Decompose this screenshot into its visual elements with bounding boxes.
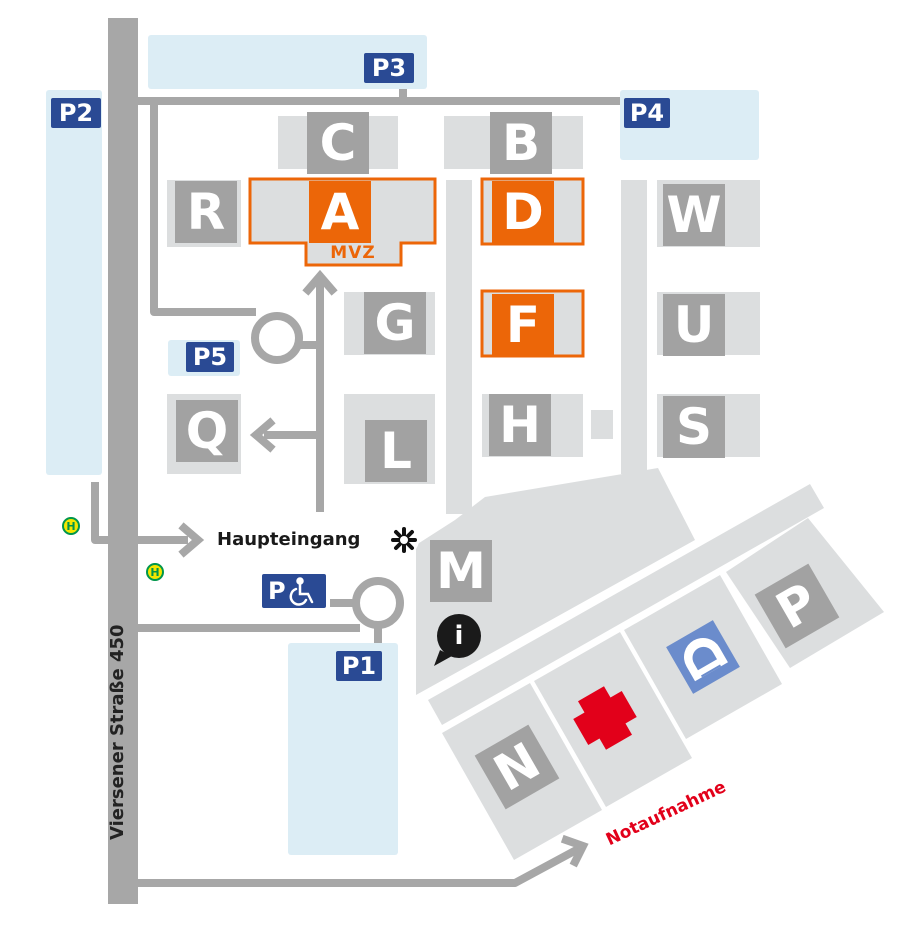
block-m-courtyard	[416, 468, 695, 695]
arrow-notaufnahme-head	[560, 834, 589, 868]
parking-p5-label: P5	[186, 342, 234, 372]
building-u-label: U	[663, 294, 725, 356]
block-strip	[428, 484, 824, 725]
building-w-label: W	[663, 184, 725, 246]
mvz-label: MVZ	[330, 243, 376, 263]
building-s-label: S	[663, 396, 725, 458]
building-l-label: L	[365, 420, 427, 482]
viersener-strasse-road	[108, 18, 138, 904]
roundabout-p1	[352, 577, 404, 629]
street-name-label: Viersener Straße 450	[107, 624, 128, 840]
building-q-label: Q	[176, 400, 238, 462]
block-small	[591, 410, 613, 439]
corridor-left	[446, 180, 472, 514]
info-icon	[434, 614, 481, 666]
parking-p4-label: P4	[624, 98, 670, 128]
road-west-loop	[150, 101, 256, 316]
building-f-label: F	[492, 294, 554, 356]
main-entrance-label: Haupteingang	[217, 529, 361, 550]
building-r-label: R	[175, 181, 237, 243]
bus-stop-icon-east: H	[146, 563, 164, 581]
parking-area-p1	[288, 643, 398, 855]
entrance-symbol-icon	[389, 525, 419, 555]
building-m-label: M	[430, 540, 492, 602]
arrow-left-head	[249, 417, 276, 453]
roundabout-p5	[251, 312, 303, 364]
building-d-label: D	[492, 181, 554, 243]
road-south	[138, 844, 582, 887]
mri-scanner-icon	[666, 620, 740, 694]
arrow-right-head	[178, 522, 205, 558]
bus-stop-icon-west: H	[62, 517, 80, 535]
corridor-right	[621, 180, 647, 474]
parking-p3-label: P3	[364, 53, 414, 83]
parking-area-p3	[148, 35, 427, 89]
arrow-up-head	[302, 269, 338, 296]
info-letter: i	[454, 621, 464, 651]
building-g-label: G	[364, 292, 426, 354]
parking-p2-label: P2	[51, 98, 101, 128]
parking-p1-label: P1	[336, 651, 382, 681]
building-c-label: C	[307, 112, 369, 174]
building-a-label: A	[309, 181, 371, 243]
wheelchair-icon-overlay	[289, 577, 314, 606]
parking-area-p2	[46, 90, 102, 475]
path-bus	[91, 482, 188, 544]
building-h-label: H	[489, 394, 551, 456]
building-b-label: B	[490, 112, 552, 174]
emergency-cross-icon	[573, 686, 637, 750]
